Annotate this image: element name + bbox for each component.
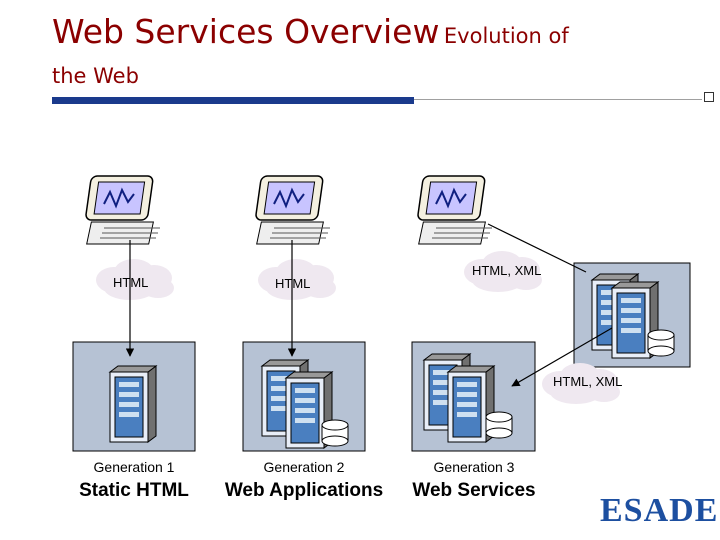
gen3-name: Web Services <box>412 480 536 501</box>
slide-title-line2: the Web <box>52 64 139 88</box>
gen3-remote-to-server-arrow <box>511 327 613 387</box>
gen3-top-cloud-label: HTML, XML <box>472 263 542 278</box>
gen1-cloud-label: HTML <box>113 275 149 290</box>
gen2-name: Web Applications <box>224 480 384 501</box>
gen3-client-computer-icon <box>416 175 493 245</box>
esade-logo: ESADE <box>600 492 719 529</box>
gen3-client-to-remote-line <box>487 223 587 273</box>
gen3-database-icon <box>485 411 513 439</box>
gen2-label: Generation 2 <box>263 459 345 475</box>
title-divider-end-box <box>704 92 714 102</box>
gen1-server-icon <box>109 365 157 443</box>
gen1-name: Static HTML <box>79 480 189 501</box>
title-accent-bar <box>52 97 414 104</box>
gen3-remote-database-icon <box>647 329 675 357</box>
gen3-right-cloud-label: HTML, XML <box>553 374 623 389</box>
slide-title: Web Services Overview Evolution of <box>52 12 692 51</box>
gen2-database-icon <box>321 419 349 447</box>
gen1-client-computer-icon <box>84 175 161 245</box>
slide-title-secondary: Evolution of <box>443 24 569 48</box>
gen2-client-computer-icon <box>254 175 331 245</box>
slide-title-main: Web Services Overview <box>52 12 440 51</box>
gen3-label: Generation 3 <box>433 459 515 475</box>
gen1-label: Generation 1 <box>93 459 175 475</box>
gen2-cloud-label: HTML <box>275 276 311 291</box>
